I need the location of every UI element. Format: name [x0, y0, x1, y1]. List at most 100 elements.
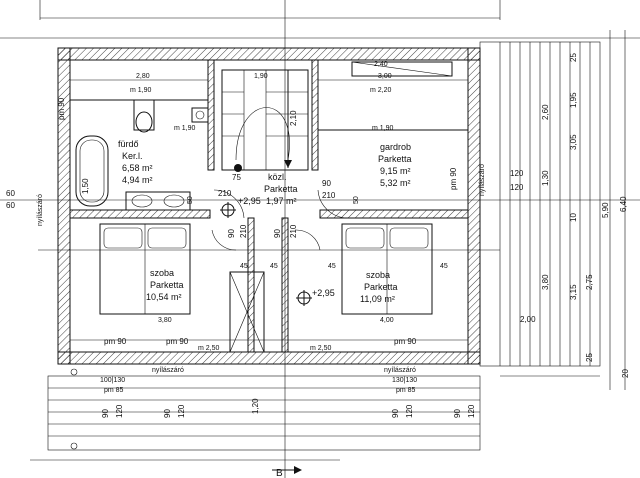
- room-floor-hall: Parketta: [264, 184, 298, 194]
- dim-right-horiz-1: 120: [510, 169, 524, 178]
- room-floor-bedroom-2: Parketta: [364, 282, 398, 292]
- dim-misc-21: m 1,90: [372, 125, 394, 132]
- dim-misc-7: 90: [273, 229, 282, 238]
- door-swings: [211, 189, 349, 251]
- dim-misc-8: 210: [289, 224, 298, 238]
- opening-label-bottom-2: nyílászáró: [384, 367, 416, 374]
- dim-bottom-v-5: 90: [391, 409, 400, 418]
- dim-top-3: 3,00: [378, 73, 392, 80]
- dim-right-big-1: 5,90: [601, 202, 610, 218]
- room-name-bedroom-1: szoba: [150, 268, 174, 278]
- dim-misc-2: 210: [218, 189, 232, 198]
- dim-right-6: 10: [569, 213, 578, 222]
- dim-right-horiz-2: 120: [510, 183, 524, 192]
- dim-bottom-v-2: 120: [115, 404, 124, 418]
- room-area2-bathroom: 4,94 m²: [122, 175, 153, 185]
- dim-right-1: 25: [569, 53, 578, 62]
- dim-bottom-v-4: 120: [177, 404, 186, 418]
- room-area-bathroom: 6,58 m²: [122, 163, 153, 173]
- dim-right-10: 25: [585, 353, 594, 362]
- dim-misc-19: m 2,50: [198, 345, 220, 352]
- room-name-bedroom-2: szoba: [366, 270, 390, 280]
- balcony-hatching: [479, 30, 626, 390]
- dim-misc-10: 45: [270, 263, 278, 270]
- opening-size-3: pm 85: [104, 387, 124, 394]
- window-mark-1: pm 90: [104, 337, 127, 346]
- staircase: [221, 69, 309, 172]
- dim-right-11: 20: [621, 369, 630, 378]
- window-mark-3: pm 90: [394, 337, 417, 346]
- dim-misc-1: 75: [232, 173, 241, 182]
- window-mark-5: pm 90: [57, 97, 66, 120]
- section-marker-label: B: [276, 468, 283, 478]
- dim-right-8: 3,15: [569, 284, 578, 300]
- dim-bottom-1: 3,80: [158, 317, 172, 324]
- dim-right-3: 2,60: [541, 104, 550, 120]
- level-label-hall: +2,95: [238, 196, 261, 206]
- dim-misc-5: 90: [227, 229, 236, 238]
- dim-left-2: 60: [6, 201, 15, 210]
- room-floor-wardrobe: Parketta: [378, 154, 412, 164]
- beds: [99, 223, 433, 315]
- level-label-bedroom: +2,95: [312, 288, 335, 298]
- room-area-bedroom-2: 11,09 m²: [360, 294, 395, 304]
- room-area-bedroom-1: 10,54 m²: [146, 292, 182, 302]
- dim-bottom-2: 4,00: [380, 317, 394, 324]
- opening-label-bottom-1: nyílászáró: [152, 367, 184, 374]
- room-area2-wardrobe: 5,32 m²: [380, 178, 411, 188]
- terrace-hatching: [30, 368, 600, 461]
- dim-misc-14: 50: [353, 196, 360, 204]
- room-name-hall: közl.: [268, 172, 287, 182]
- room-area-hall: 1,97 m²: [266, 196, 297, 206]
- dim-misc-4: 210: [322, 191, 336, 200]
- dim-bottom-v-8: 120: [467, 404, 476, 418]
- dim-right-horiz-3: 2,00: [520, 315, 536, 324]
- dim-bottom-v-1: 90: [101, 409, 110, 418]
- level-markers: [220, 202, 312, 306]
- dim-top-2: 1,90: [254, 73, 268, 80]
- exterior-walls: [57, 47, 481, 365]
- window-mark-2: pm 90: [166, 337, 189, 346]
- room-name-wardrobe: gardrob: [380, 142, 411, 152]
- dim-top-1: 2,80: [136, 73, 150, 80]
- dim-right-big-2: 6,40: [619, 196, 628, 212]
- dim-right-2: 1,95: [569, 92, 578, 108]
- dim-right-4: 3,05: [569, 134, 578, 150]
- dim-right-5: 1,30: [541, 170, 550, 186]
- window-mark-4: pm 90: [449, 167, 458, 190]
- dim-misc-9: 45: [240, 263, 248, 270]
- dim-bottom-v-7: 90: [453, 409, 462, 418]
- dim-misc-18: m 1,90: [174, 125, 196, 132]
- opening-size-1: 100|130: [100, 377, 125, 384]
- dim-misc-15: 1,20: [251, 398, 260, 414]
- dim-misc-17: 2,10: [289, 110, 298, 126]
- room-name-bathroom: fürdő: [118, 139, 139, 149]
- dim-misc-11: 45: [328, 263, 336, 270]
- room-floor-bedroom-1: Parketta: [150, 280, 184, 290]
- dim-misc-13: 50: [187, 196, 194, 204]
- wardrobe: [229, 61, 453, 353]
- dim-top-4: 2,40: [374, 61, 388, 68]
- dim-misc-6: 210: [239, 224, 248, 238]
- dim-misc-12: 45: [440, 263, 448, 270]
- opening-label-right: nyílászáró: [479, 164, 486, 196]
- dim-right-9: 2,75: [585, 274, 594, 290]
- dim-bottom-v-6: 120: [405, 404, 414, 418]
- dim-misc-23: m 2,20: [370, 87, 392, 94]
- opening-label-left: nyílászáró: [37, 194, 44, 226]
- dim-left-1: 60: [6, 189, 15, 198]
- room-floor-bathroom: Ker.l.: [122, 151, 143, 161]
- dim-bottom-v-3: 90: [163, 409, 172, 418]
- bathroom-fixtures: [75, 99, 209, 211]
- dim-misc-20: m 2,50: [310, 345, 332, 352]
- opening-size-4: pm 85: [396, 387, 416, 394]
- room-area-wardrobe: 9,15 m²: [380, 166, 411, 176]
- dim-misc-22: m 1,90: [130, 87, 152, 94]
- dim-misc-16: 1,50: [81, 178, 90, 194]
- opening-size-2: 130|130: [392, 377, 417, 384]
- section-marker: B: [272, 466, 302, 478]
- interior-walls: [69, 59, 469, 353]
- dim-right-7: 3,80: [541, 274, 550, 290]
